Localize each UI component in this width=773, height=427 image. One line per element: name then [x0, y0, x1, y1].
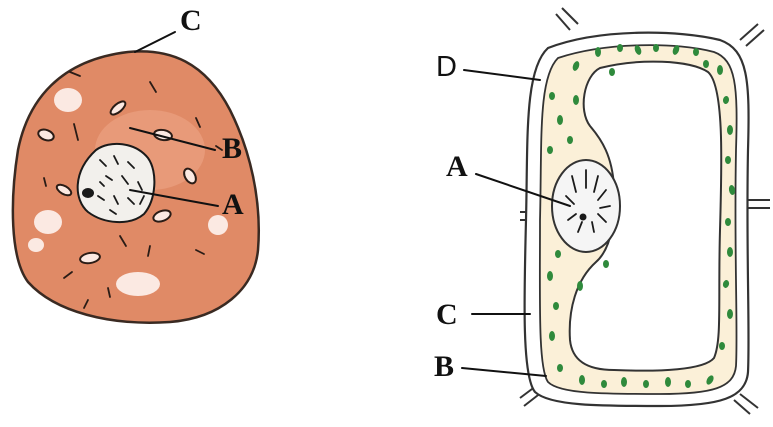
- leader-c-animal: [135, 32, 175, 52]
- chloroplast: [603, 260, 609, 268]
- plant-nucleolus: [580, 214, 587, 221]
- chloroplast: [693, 48, 699, 56]
- chloroplast: [577, 281, 583, 291]
- chloroplast: [567, 136, 573, 144]
- chloroplast: [579, 375, 585, 385]
- chloroplast: [555, 250, 561, 258]
- chloroplast: [703, 60, 709, 68]
- label-d-plant: D: [436, 51, 457, 83]
- chloroplast: [609, 68, 615, 76]
- chloroplast: [553, 302, 559, 310]
- chloroplast: [547, 271, 553, 281]
- leader-d-plant: [464, 70, 540, 80]
- animal-cell: C B A: [13, 4, 259, 323]
- chloroplast: [725, 218, 731, 226]
- label-a-plant: A: [446, 150, 468, 183]
- chloroplast: [601, 380, 607, 388]
- chloroplast: [547, 146, 553, 154]
- vacuole: [54, 88, 82, 112]
- chloroplast: [717, 65, 723, 75]
- chloroplast: [595, 47, 601, 57]
- chloroplast: [549, 331, 555, 341]
- label-c-plant: C: [436, 298, 458, 331]
- nucleolus: [82, 188, 94, 198]
- chloroplast: [643, 380, 649, 388]
- chloroplast: [685, 380, 691, 388]
- chloroplast: [653, 44, 659, 52]
- label-b-plant: B: [434, 350, 454, 383]
- chloroplast: [557, 364, 563, 372]
- chloroplast: [549, 92, 555, 100]
- label-b-animal: B: [222, 132, 242, 165]
- label-a-animal: A: [222, 188, 244, 221]
- chloroplast: [725, 156, 731, 164]
- vacuole: [116, 272, 160, 296]
- chloroplast: [617, 44, 623, 52]
- animal-nucleus: [78, 144, 155, 222]
- chloroplast: [727, 309, 733, 319]
- chloroplast: [557, 115, 563, 125]
- chloroplast: [621, 377, 627, 387]
- chloroplast: [719, 342, 725, 350]
- chloroplast: [727, 247, 733, 257]
- label-c-animal: C: [180, 4, 202, 37]
- chloroplast: [727, 125, 733, 135]
- vacuole: [28, 238, 44, 252]
- chloroplast: [665, 377, 671, 387]
- vacuole: [34, 210, 62, 234]
- chloroplast: [573, 95, 579, 105]
- plant-cell: D A C B: [434, 8, 770, 414]
